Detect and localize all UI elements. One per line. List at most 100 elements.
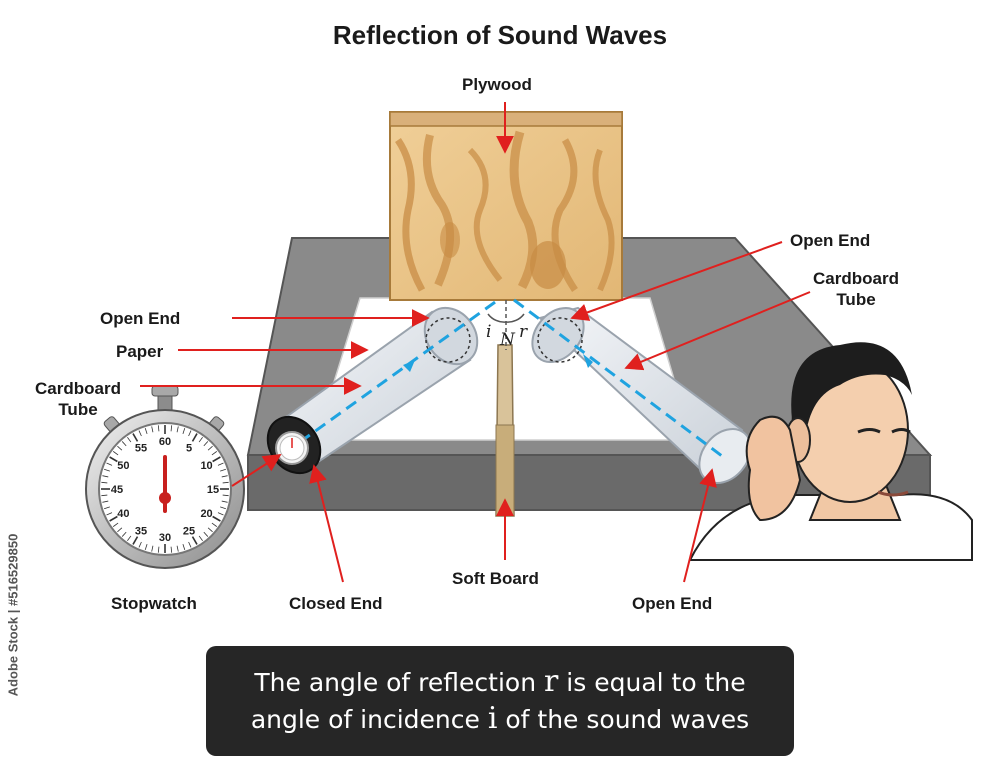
stopwatch-tick xyxy=(127,436,132,443)
caption-line1-before: The angle of reflection xyxy=(254,668,545,697)
stopwatch-tick xyxy=(106,462,113,466)
stock-id-watermark: Adobe Stock | #516529850 xyxy=(0,534,28,697)
stopwatch-tick xyxy=(220,506,226,510)
stopwatch-tick xyxy=(127,535,132,542)
stopwatch-tick xyxy=(207,527,213,533)
label-paper: Paper xyxy=(116,342,164,361)
label-arrows xyxy=(140,102,811,583)
wave-direction-arrow-right xyxy=(583,354,593,368)
stopwatch-number: 5 xyxy=(186,442,192,454)
stopwatch-tick xyxy=(221,500,228,503)
open-end-marker-right xyxy=(537,317,583,363)
caption-symbol-i: i xyxy=(487,701,498,736)
stopwatch-tick xyxy=(144,544,148,550)
stopwatch-tick xyxy=(217,462,224,466)
caption-line1-after: is equal to the xyxy=(558,668,746,697)
stopwatch-tick xyxy=(117,527,123,533)
stopwatch-tick xyxy=(198,535,203,542)
stopwatch-tick xyxy=(132,433,139,442)
caption-line-1: The angle of reflection r is equal to th… xyxy=(206,664,794,701)
stopwatch-tick xyxy=(170,546,173,553)
stopwatch-ticks xyxy=(101,425,229,553)
angle-reflection-mark: r xyxy=(519,322,528,342)
stopwatch-tick xyxy=(112,522,119,527)
stopwatch-tick xyxy=(102,475,109,478)
closed-end-small-stopwatch xyxy=(275,431,309,465)
stopwatch-tick xyxy=(222,494,229,497)
label-cardboard-tube-right-line1: Cardboard xyxy=(813,269,899,288)
label-stopwatch: Stopwatch xyxy=(111,594,197,613)
stopwatch-tick xyxy=(106,512,113,516)
stopwatch-tick xyxy=(138,430,142,437)
stopwatch-tick xyxy=(212,515,221,522)
stopwatch-tick xyxy=(198,436,203,443)
stopwatch-tick xyxy=(188,541,192,548)
stopwatch-number: 45 xyxy=(111,484,123,496)
stopwatch-number: 55 xyxy=(135,442,147,454)
stopwatch-tick xyxy=(121,441,127,447)
label-cardboard-tube-left-line1: Cardboard xyxy=(35,379,121,398)
stopwatch-number: 35 xyxy=(135,526,147,538)
normal-mark: N xyxy=(499,330,516,350)
stopwatch-number: 40 xyxy=(117,508,129,520)
stopwatch-tick xyxy=(203,531,209,537)
label-cardboard-tube-left: Cardboard Tube xyxy=(22,378,134,420)
stopwatch-tick xyxy=(101,494,108,497)
label-closed-end: Closed End xyxy=(289,594,383,613)
label-open-end-left: Open End xyxy=(100,309,181,328)
stopwatch-tick xyxy=(212,456,221,463)
stopwatch-tick xyxy=(121,531,127,537)
stopwatch-tick xyxy=(211,451,218,456)
stopwatch-number: 10 xyxy=(200,460,212,472)
caption-box: The angle of reflection r is equal to th… xyxy=(206,646,794,756)
stopwatch-tick xyxy=(176,545,179,552)
angle-incidence-mark: i xyxy=(486,322,491,342)
caption-line2-before: angle of incidence xyxy=(250,705,488,734)
stopwatch-tick xyxy=(176,426,179,433)
stopwatch-tick xyxy=(222,481,229,484)
stopwatch-tick xyxy=(211,522,218,527)
stopwatch-tick xyxy=(182,544,186,550)
stopwatch-tick xyxy=(191,536,198,545)
listener-person xyxy=(688,342,973,561)
stopwatch-tick xyxy=(207,445,213,451)
stopwatch-tick xyxy=(112,451,119,456)
stopwatch-tick xyxy=(104,468,110,472)
stopwatch-tick xyxy=(220,468,226,472)
stopwatch-tick xyxy=(191,433,198,442)
wave-direction-arrow-left xyxy=(403,360,415,372)
stopwatch-tick xyxy=(221,475,228,478)
stopwatch-tick xyxy=(188,430,192,437)
stopwatch-number: 50 xyxy=(117,460,129,472)
stopwatch-tick xyxy=(157,425,160,432)
stopwatch-tick xyxy=(132,536,139,545)
stopwatch-tick xyxy=(144,428,148,434)
stopwatch-tick xyxy=(151,545,154,552)
label-cardboard-tube-left-line2: Tube xyxy=(58,400,98,419)
stopwatch-number: 60 xyxy=(159,436,171,448)
stopwatch-number: 25 xyxy=(183,526,195,538)
stopwatch-tick xyxy=(217,512,224,516)
caption-line-2: angle of incidence i of the sound waves xyxy=(206,701,794,738)
stopwatch-tick xyxy=(182,428,186,434)
angle-reflection-arc xyxy=(505,313,525,323)
stopwatch-tick xyxy=(104,506,110,510)
diagram-title: Reflection of Sound Waves xyxy=(332,20,668,50)
stopwatch-tick xyxy=(157,546,160,553)
stopwatch-tick xyxy=(170,425,173,432)
stopwatch-tick xyxy=(203,441,209,447)
stock-id-text: Adobe Stock | #516529850 xyxy=(5,533,21,697)
stopwatch-tick xyxy=(151,426,154,433)
label-cardboard-tube-right-line2: Tube xyxy=(836,290,876,309)
label-plywood: Plywood xyxy=(462,75,532,94)
caption-line2-after: of the sound waves xyxy=(497,705,750,734)
stopwatch-tick xyxy=(138,541,142,548)
stopwatch-number: 15 xyxy=(207,484,219,496)
stopwatch-number: 30 xyxy=(159,532,171,544)
stopwatch-tick xyxy=(109,456,118,463)
sound-wave-path xyxy=(299,298,723,458)
label-open-end-bottom: Open End xyxy=(632,594,713,613)
